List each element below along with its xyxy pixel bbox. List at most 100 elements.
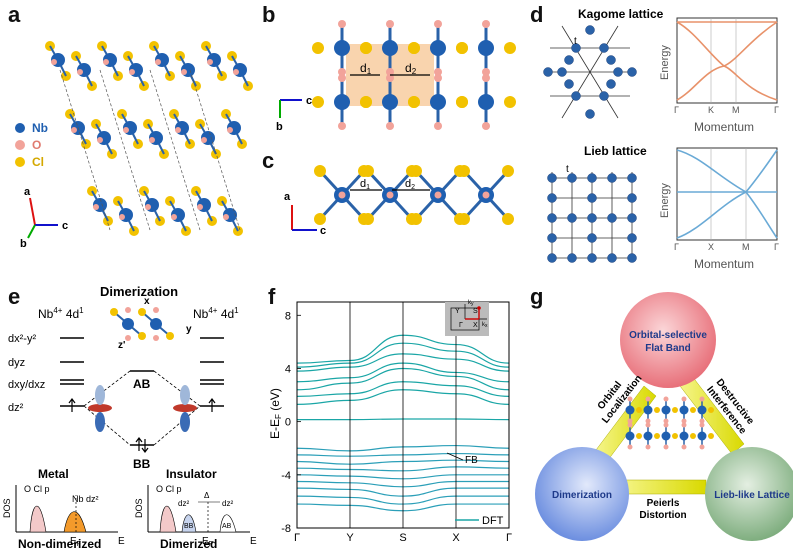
kagome-tick-0: Γ [674,105,679,115]
o-atom [51,59,57,65]
dz2-left-ins: dz² [178,499,189,508]
y-tick: 4 [285,363,291,375]
nb-atom [430,94,446,110]
legend-cl-label: Cl [32,155,44,169]
d1-label: d1 [360,61,372,76]
lattice-site [571,91,581,101]
o-atom [386,68,394,76]
y-tick: -4 [281,470,291,482]
o-atom [482,122,490,130]
lattice-site [567,173,577,183]
fb-annotation: FB [465,455,478,466]
lattice-site [627,67,637,77]
kagome-ylabel: Energy [659,45,671,80]
lattice-site [627,253,637,263]
nb-atom [478,40,494,56]
lieb-hop: t [566,164,569,175]
lieb-tick-0: Γ [674,242,679,252]
lattice-site [571,43,581,53]
legend-o-label: O [32,138,41,152]
svg-text:Γ: Γ [459,322,463,329]
lattice-site [567,253,577,263]
axis-b-label-b: b [276,121,283,133]
e-axis-metal: E [118,536,125,547]
kagome-band-frame [676,17,778,104]
o-atom [181,69,187,75]
o-atom [386,122,394,130]
dos-ylabel-ins: DOS [134,498,144,518]
o-atom [119,214,125,220]
o-atom [338,122,346,130]
o-atom [207,59,213,65]
svg-text:Y: Y [455,308,460,315]
metal-dos-plot [15,485,118,533]
panel-c-chain-side-view: d1 d2 a c [284,165,514,237]
delta-label: Δ [204,491,210,500]
bb-small-label: BB [184,523,194,530]
lattice-site [627,233,637,243]
level-dyz: dyz [8,357,25,369]
cl-atom [504,96,516,108]
y-tick-labels: 840-4-8 [281,310,301,535]
y-tick: 0 [285,417,291,429]
o-atom [386,74,394,82]
kagome-tick-3: Γ [774,105,779,115]
o-atom [386,20,394,28]
lattice-site [547,253,557,263]
panel-g-concept-triangle: Orbital-selective Flat Band Dimerization… [535,292,793,541]
bb-label: BB [133,457,151,471]
lattice-site [547,233,557,243]
cl-atom [502,213,514,225]
o-atom [171,214,177,220]
lattice-site [557,67,567,77]
dz2-orbital-right [173,385,197,432]
lattice-site [587,173,597,183]
b-atoms [312,20,516,130]
lieb-xlabel: Momentum [694,257,754,271]
o-atom [223,214,229,220]
lattice-site [599,43,609,53]
panel-e-dimerization-diagram: Dimerization Nb4+ 4d1 Nb4+ 4d1 dx²-y² dy… [2,284,257,551]
lieb-band-frame [676,147,778,241]
cl-atom [410,213,422,225]
lieb-lattice: t [547,164,637,263]
o-atom [482,20,490,28]
high-symmetry-lines [349,302,457,528]
d2-label-c: d2 [405,178,415,191]
ef-label-ins: EF [202,536,213,548]
svg-text:X: X [473,322,478,329]
o-atom [197,204,203,210]
panel-label-d: d [530,2,544,27]
edge-peierls-line2: Distortion [639,510,686,521]
kagome-xlabel: Momentum [694,120,754,134]
lattice-site [606,79,616,89]
cl-atom [410,165,422,177]
kagome-tick-1: K [708,105,714,115]
axis-z-label: z' [118,340,125,351]
y-axis-label: E-EF (eV) [268,388,283,439]
o-atom [338,20,346,28]
edge-peierls-line1: Peierls [647,498,680,509]
lattice-site [547,173,557,183]
flat-band-line1: Orbital-selective [629,330,707,341]
d2-label: d2 [405,61,417,76]
o-atom [97,137,103,143]
insulator-label: Insulator [166,467,217,481]
cl-atom [408,42,420,54]
level-dxy: dxy/dxz [8,379,45,391]
metal-label: Metal [38,467,69,481]
lieb-tick-2: M [742,242,750,252]
lattice-site [585,25,595,35]
panel-label-a: a [8,2,21,27]
lattice-site [607,253,617,263]
kagome-title: Kagome lattice [578,7,664,21]
nb-atom [334,94,350,110]
lattice-site [567,213,577,223]
cl-atom [312,96,324,108]
circle-dimerization [535,447,629,541]
electron-arrows [68,398,216,453]
kagome-hop: t [574,36,577,47]
legend-label: DFT [482,515,504,527]
axis-y-label: y [186,324,192,335]
